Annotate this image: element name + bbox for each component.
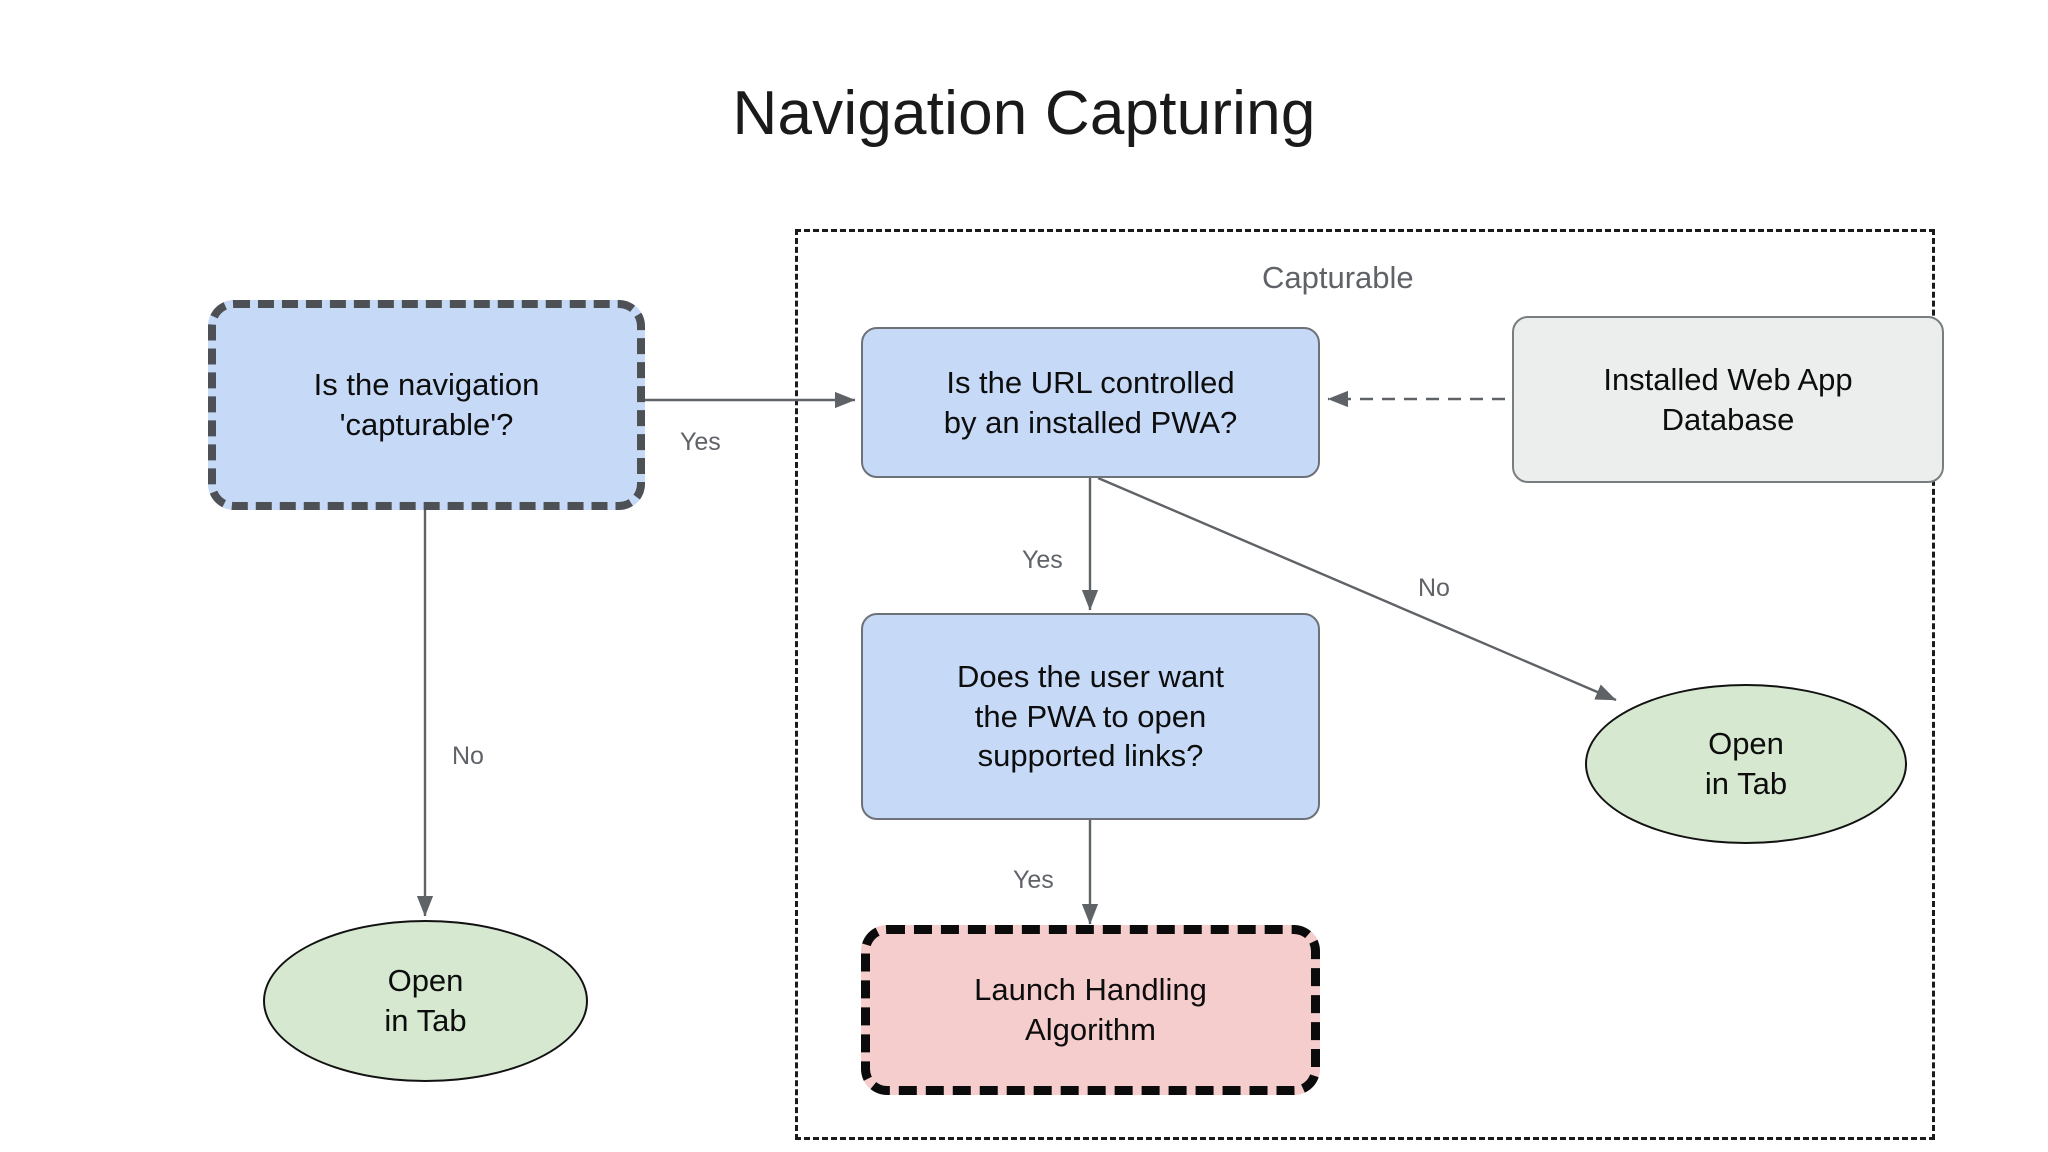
node-is-navigation-capturable-line1: Is the navigation	[313, 367, 540, 403]
node-does-user-want-pwa[interactable]: Does the user want the PWA to open suppo…	[861, 613, 1320, 820]
node-does-user-want-pwa-line1: Does the user want	[956, 658, 1225, 694]
node-installed-web-app-database-line2: Database	[1661, 401, 1795, 437]
edge-label-capturable-no: No	[452, 742, 484, 770]
node-does-user-want-pwa-line2: the PWA to open	[974, 698, 1207, 734]
node-does-user-want-pwa-line3: supported links?	[977, 738, 1204, 774]
node-is-url-controlled-line1: Is the URL controlled	[946, 364, 1235, 400]
node-open-in-tab-right-line1: Open	[1708, 726, 1784, 762]
edge-label-url-no: No	[1418, 574, 1450, 602]
node-open-in-tab-left-line1: Open	[387, 963, 464, 999]
node-installed-web-app-database-line1: Installed Web App	[1603, 361, 1853, 397]
group-capturable	[795, 229, 1935, 1140]
page-title: Navigation Capturing	[732, 79, 1316, 148]
node-launch-handling-algorithm-line1: Launch Handling	[974, 972, 1207, 1008]
edge-label-url-yes: Yes	[1022, 546, 1063, 574]
edge-label-user-want-yes: Yes	[1013, 866, 1054, 894]
group-capturable-label: Capturable	[1262, 260, 1414, 295]
node-is-navigation-capturable-line2: 'capturable'?	[339, 407, 514, 442]
node-is-url-controlled-line2: by an installed PWA?	[943, 404, 1238, 440]
node-is-url-controlled[interactable]: Is the URL controlled by an installed PW…	[861, 327, 1320, 478]
edge-label-capturable-yes: Yes	[680, 428, 721, 456]
node-open-in-tab-left[interactable]: Open in Tab	[263, 920, 588, 1082]
node-installed-web-app-database[interactable]: Installed Web App Database	[1512, 316, 1944, 483]
node-is-navigation-capturable[interactable]: Is the navigation 'capturable'?	[208, 300, 645, 510]
node-launch-handling-algorithm-line2: Algorithm	[1025, 1012, 1156, 1047]
node-open-in-tab-right[interactable]: Open in Tab	[1585, 684, 1907, 844]
node-open-in-tab-left-line2: in Tab	[384, 1003, 467, 1038]
node-launch-handling-algorithm[interactable]: Launch Handling Algorithm	[861, 925, 1320, 1095]
node-open-in-tab-right-line2: in Tab	[1704, 766, 1788, 801]
